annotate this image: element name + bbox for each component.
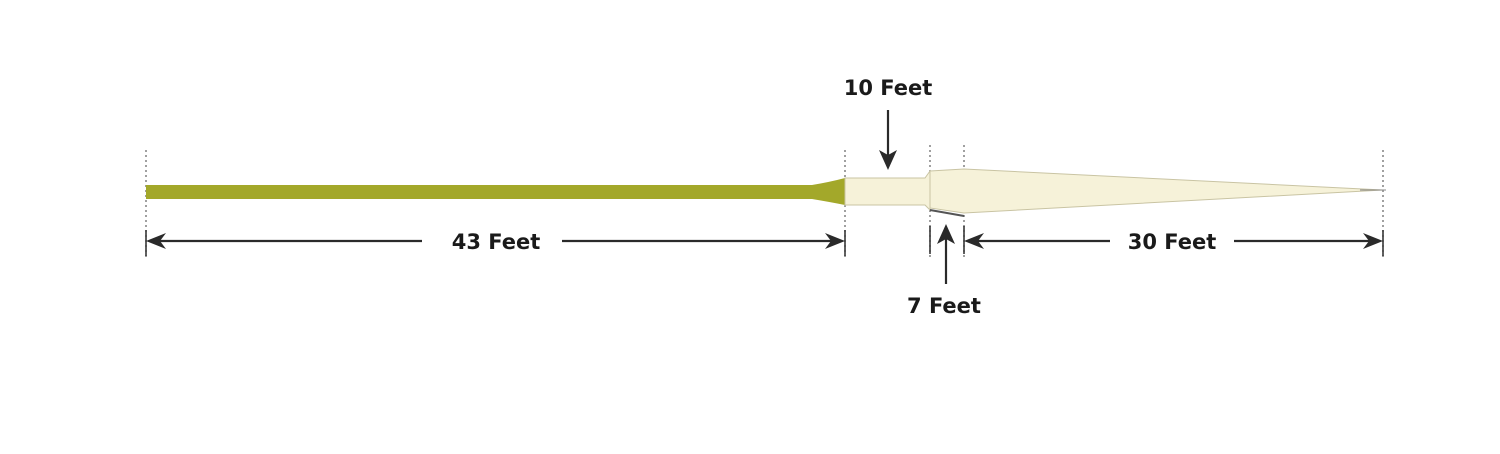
arrow-left-icon <box>146 233 166 249</box>
arrow-left-icon <box>964 233 984 249</box>
belly-shadow-line <box>929 209 965 217</box>
arrow-right-icon <box>825 233 845 249</box>
label-10-feet: 10 Feet <box>844 76 933 100</box>
arrow-up-icon <box>937 224 955 244</box>
front-taper-segment <box>929 168 1384 214</box>
dimension-43-feet: 43 Feet <box>145 230 846 256</box>
dimension-30-feet: 30 Feet <box>964 230 1384 256</box>
label-43-feet: 43 Feet <box>452 230 541 254</box>
callout-7-feet: 7 Feet <box>907 224 981 318</box>
running-line-segment <box>146 178 845 205</box>
label-7-feet: 7 Feet <box>907 294 981 318</box>
arrow-right-icon <box>1363 233 1383 249</box>
rear-belly-segment <box>844 169 931 212</box>
callout-10-feet: 10 Feet <box>844 76 933 170</box>
arrow-down-icon <box>879 150 897 170</box>
label-30-feet: 30 Feet <box>1128 230 1217 254</box>
